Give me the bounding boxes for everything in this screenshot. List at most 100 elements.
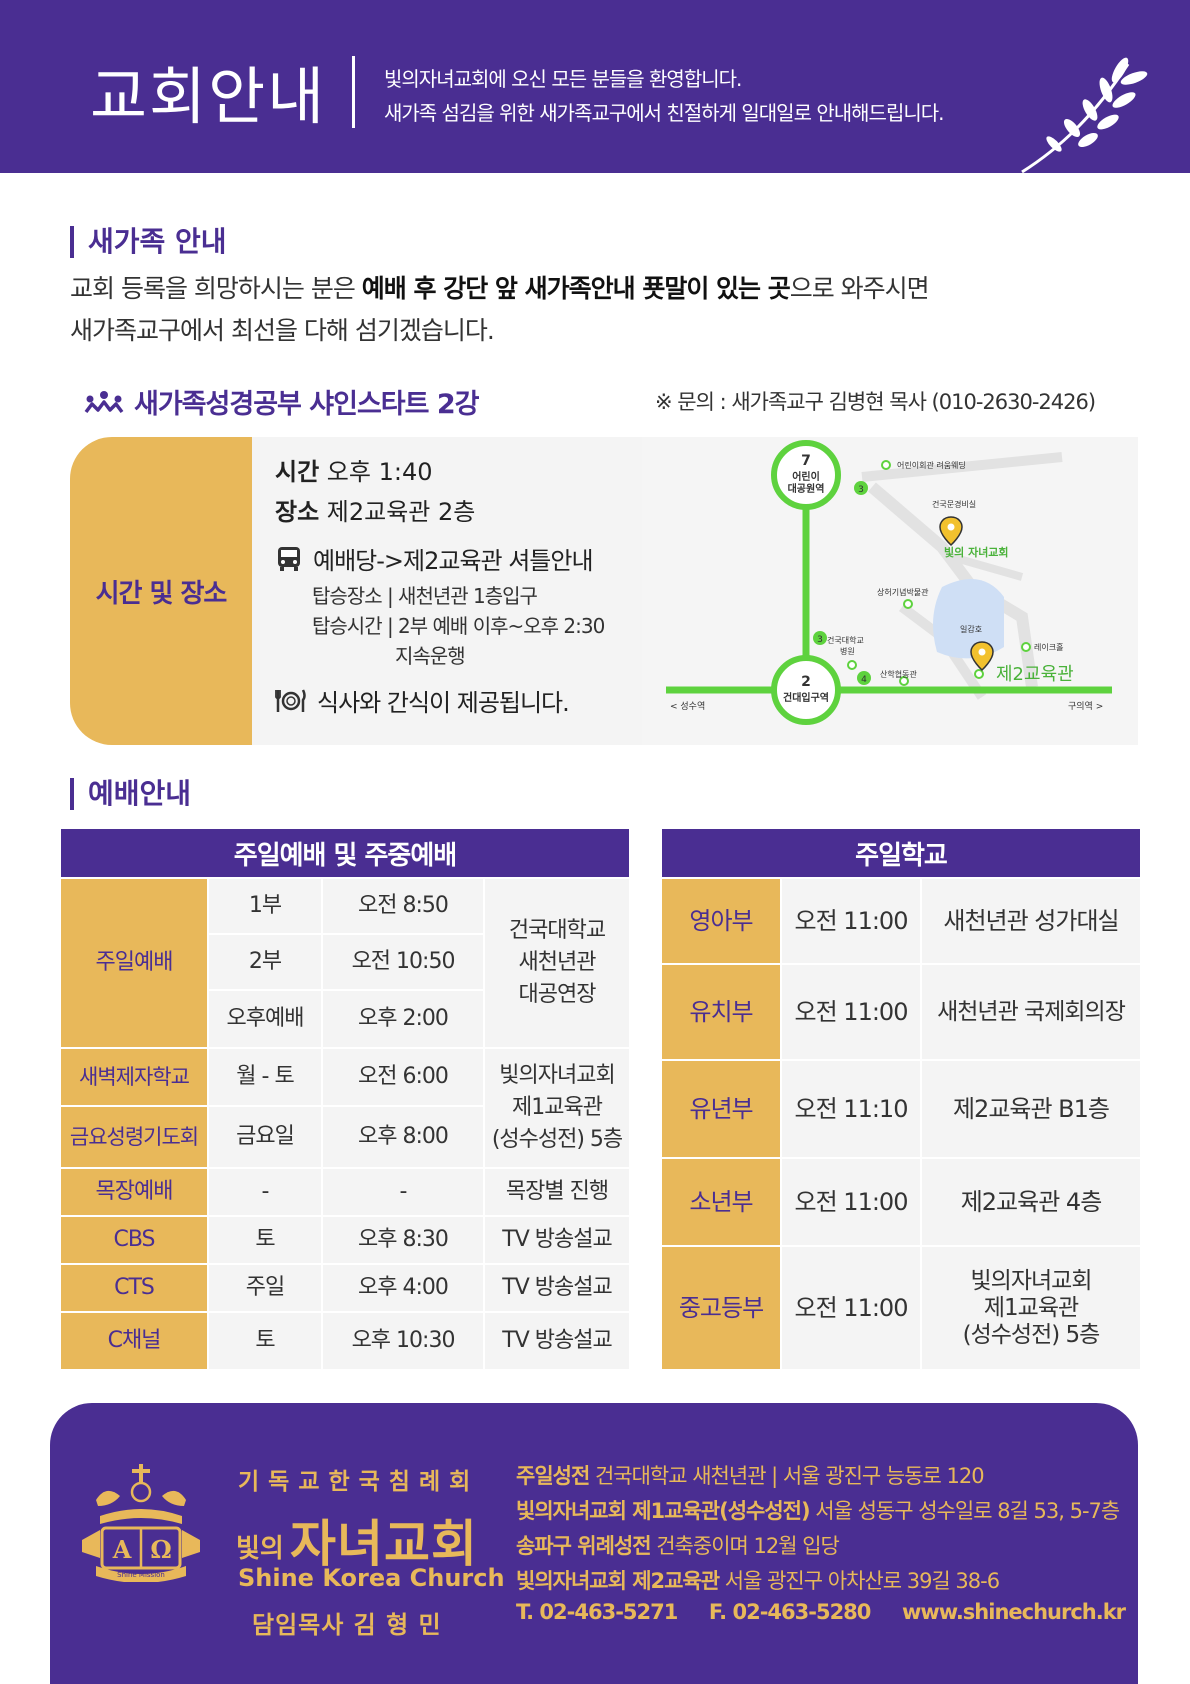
page-title: 교회안내 [90,60,327,133]
meal-info: 식사와 간식이 제공됩니다. [275,683,570,718]
friday-prayer-day: 금요일 [209,1107,321,1167]
dawn-school-label: 새벽제자학교 [61,1049,207,1105]
time-place-label: 시간 및 장소 [95,578,228,609]
cbs-place: TV 방송설교 [485,1217,629,1263]
dawn-school-time: 오전 6:00 [323,1049,483,1105]
dept-junior: 소년부 [662,1159,780,1245]
footer [50,1403,1138,1684]
cchannel-label: C채널 [61,1313,207,1369]
bus-icon [278,546,300,571]
cbs-label: CBS [61,1217,207,1263]
intro-text-post: 으로 와주시면 [789,274,930,303]
cts-place: TV 방송설교 [485,1265,629,1311]
logo-ribbon-text: Shine Mission [117,1571,165,1579]
welcome-line-2: 새가족 섬김을 위한 새가족교구에서 친절하게 일대일로 안내해드립니다. [384,101,945,125]
address-4-label: 빛의자녀교회 제2교육관 [516,1569,720,1593]
cell-worship-place: 목장별 진행 [485,1169,629,1215]
dept-kindergarten-place: 새천년관 국제회의장 [922,965,1140,1059]
address-sunday-sanctuary: 주일성전 건국대학교 새천년관 | 서울 광진구 능동로 120 [516,1460,985,1490]
weekday-venue-line-3: (성수성전) 5층 [491,1127,623,1152]
welcome-line-1: 빛의자녀교회에 오신 모든 분들을 환영합니다. [384,67,742,91]
cbs-time: 오후 8:30 [323,1217,483,1263]
header-banner: 교회안내 빛의자녀교회에 오신 모든 분들을 환영합니다. 새가족 섬김을 위한… [0,0,1190,174]
dept-infant-time: 오전 11:00 [782,879,920,963]
dept-youth-place-line-1: 빛의자녀교회 [970,1267,1093,1294]
logo-omega: Ω [150,1535,171,1564]
shuttle-boarding: 탑승장소 | 새천년관 1층입구 [312,584,538,608]
poi-wedding: 어린이회관 려움웨딩 [897,460,966,470]
poi-museum: 상허기념박물관 [877,587,929,597]
worship-table-header: 주일예배 및 주중예배 [61,829,629,877]
meal-text: 식사와 간식이 제공됩니다. [317,689,570,717]
time-value: 오후 1:40 [319,458,433,486]
station-2-circle [771,655,841,725]
exit-4-label: 4 [861,675,867,685]
cbs-day: 토 [209,1217,321,1263]
time-label: 시간 [275,458,320,486]
time-place-label-box: 시간 및 장소 [70,437,252,745]
intro-line-2: 새가족교구에서 최선을 다해 섬기겠습니다. [70,316,495,345]
poi-church: 빛의 자녀교회 [944,545,1009,559]
weekday-venue: 빛의자녀교회 제1교육관 (성수성전) 5층 [485,1049,629,1167]
dept-youth-place-line-3: (성수성전) 5층 [962,1321,1101,1348]
church-name-english: Shine Korea Church [238,1564,505,1592]
right-station: 구의역 > [1068,701,1103,712]
address-1-label: 주일성전 [516,1464,590,1488]
dept-primary: 유년부 [662,1061,780,1157]
place-value: 제2교육관 2층 [319,498,476,526]
dept-junior-place: 제2교육관 4층 [922,1159,1140,1245]
church-pin-icon [939,516,963,547]
map-drawing: 7 어린이 대공원역 2 건대입구역 3 3 4 어린이회관 려움웨딩 건국문경… [666,440,1112,725]
shuttle-continuous: 지속운행 [395,644,466,668]
station-2-name: 건대입구역 [783,691,829,704]
dawn-school-day: 월 - 토 [209,1049,321,1105]
service-2-time: 오전 10:50 [323,935,483,989]
service-3-name: 오후예배 [209,991,321,1047]
intro-line-1: 교회 등록을 희망하시는 분은 예배 후 강단 앞 새가족안내 푯말이 있는 곳… [70,268,930,310]
senior-pastor: 담임목사 김 형 민 [252,1611,442,1639]
church-name-prefix: 빛의 [236,1534,284,1564]
study-time: 시간 오후 1:40 [275,452,432,487]
service-2-name: 2부 [209,935,321,989]
cell-worship-day: - [209,1169,321,1215]
service-3-time: 오후 2:00 [323,991,483,1047]
station-7-circle [771,440,841,510]
worship-section-title: 예배안내 [70,778,191,810]
address-3-text: 건축중이며 12월 입당 [650,1534,840,1558]
poi-lakehouse: 레이크홀 [1034,642,1063,652]
dept-infant: 영아부 [662,879,780,963]
exit-3b-marker [813,631,827,645]
intro-text-pre: 교회 등록을 희망하시는 분은 [70,274,362,303]
service-1-time: 오전 8:50 [323,879,483,933]
study-contact: ※ 문의 : 새가족교구 김병현 목사 (010-2630-2426) [655,390,1096,414]
sunday-venue: 건국대학교 새천년관 대공연장 [485,879,629,1047]
cchannel-place: TV 방송설교 [485,1313,629,1369]
intro-text-bold: 예배 후 강단 앞 새가족안내 푯말이 있는 곳 [361,274,791,303]
shuttle-time: 탑승시간 | 2부 예배 이후~오후 2:30 [312,614,605,638]
exit-4-marker [857,671,871,685]
cell-worship-time: - [323,1169,483,1215]
station-7-name-1: 어린이 [792,470,820,483]
friday-prayer-label: 금요성령기도회 [61,1107,207,1167]
logo-alpha: A [112,1535,132,1564]
dept-primary-place: 제2교육관 B1층 [922,1061,1140,1157]
station-2-number: 2 [801,674,811,690]
time-place-details [252,437,642,745]
study-place: 장소 제2교육관 2층 [275,492,475,527]
address-3-label: 송파구 위례성전 [516,1534,652,1558]
poi-edu2: 제2교육관 [996,664,1074,685]
poi-hall: 건국문경비실 [932,499,976,509]
poi-lake: 일감호 [960,624,982,634]
weekday-venue-line-1: 빛의자녀교회 [499,1063,615,1088]
service-1-name: 1부 [209,879,321,933]
cts-label: CTS [61,1265,207,1311]
header-divider [352,56,355,128]
dept-youth-place: 빛의자녀교회 제1교육관 (성수성전) 5층 [922,1247,1140,1369]
left-station: < 성수역 [670,701,705,712]
poi-sanhak: 산학협동관 [880,669,917,679]
cts-time: 오후 4:00 [323,1265,483,1311]
contact-info: T. 02-463-5271 F. 02-463-5280 www.shinec… [516,1600,1126,1624]
sunday-worship-label: 주일예배 [61,879,207,1047]
dept-youth-place-line-2: 제1교육관 [983,1294,1079,1321]
dept-primary-time: 오전 11:10 [782,1061,920,1157]
